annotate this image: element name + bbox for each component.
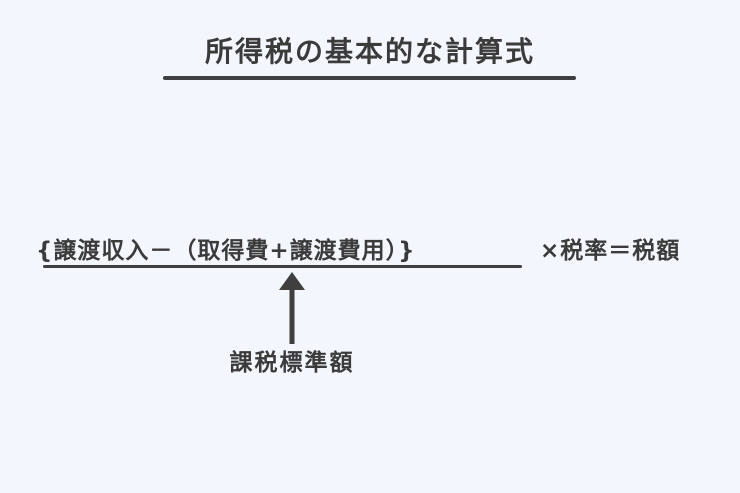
arrow-shaft [289, 288, 295, 344]
diagram-title: 所得税の基本的な計算式 [204, 35, 535, 68]
arrow-head [279, 272, 305, 290]
formula-taxable-part: {譲渡収入－（取得費+譲渡費用）} [36, 238, 416, 264]
formula: {譲渡収入－（取得費+譲渡費用）} ×税率＝税額 [36, 228, 680, 268]
up-arrow-icon [279, 272, 305, 344]
taxable-base-label: 課税標準額 [229, 350, 355, 376]
title-underline [163, 76, 576, 80]
formula-underline [43, 265, 522, 268]
formula-tax-part: ×税率＝税額 [540, 238, 681, 264]
